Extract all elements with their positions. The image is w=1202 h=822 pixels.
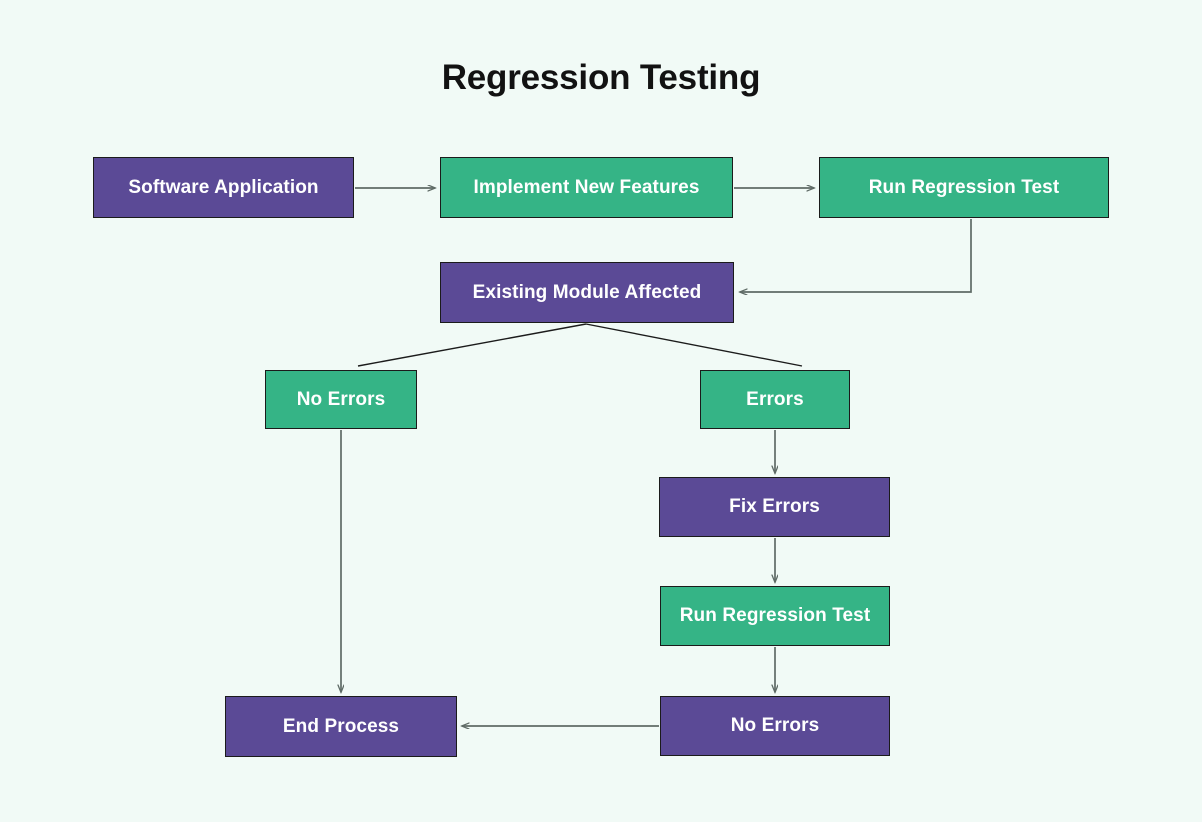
node-software-application[interactable]: Software Application [93,157,354,218]
node-no-errors-left-label: No Errors [296,388,386,410]
node-run-regression-test-bottom[interactable]: Run Regression Test [660,586,890,646]
node-existing-module-affected-label: Existing Module Affected [472,281,702,303]
node-implement-new-features[interactable]: Implement New Features [440,157,733,218]
edge-existing-module-affected-to-errors [585,323,803,367]
node-software-application-label: Software Application [128,176,319,198]
edge-existing-module-affected-to-no-errors-left [357,323,587,367]
page-title: Regression Testing [441,58,761,97]
node-run-regression-test-top[interactable]: Run Regression Test [819,157,1109,218]
node-run-regression-test-top-label: Run Regression Test [868,176,1060,198]
node-fix-errors[interactable]: Fix Errors [659,477,890,537]
node-no-errors-bottom-label: No Errors [730,715,820,737]
node-no-errors-bottom[interactable]: No Errors [660,696,890,756]
node-fix-errors-label: Fix Errors [729,496,820,518]
node-end-process[interactable]: End Process [225,696,457,757]
node-errors[interactable]: Errors [700,370,850,429]
node-end-process-label: End Process [282,715,400,737]
node-errors-label: Errors [746,388,804,410]
node-run-regression-test-bottom-label: Run Regression Test [679,605,871,627]
edge-run-regression-test-top-to-existing-module-affected [740,219,972,292]
node-existing-module-affected[interactable]: Existing Module Affected [440,262,734,323]
node-implement-new-features-label: Implement New Features [473,176,700,198]
node-no-errors-left[interactable]: No Errors [265,370,417,429]
